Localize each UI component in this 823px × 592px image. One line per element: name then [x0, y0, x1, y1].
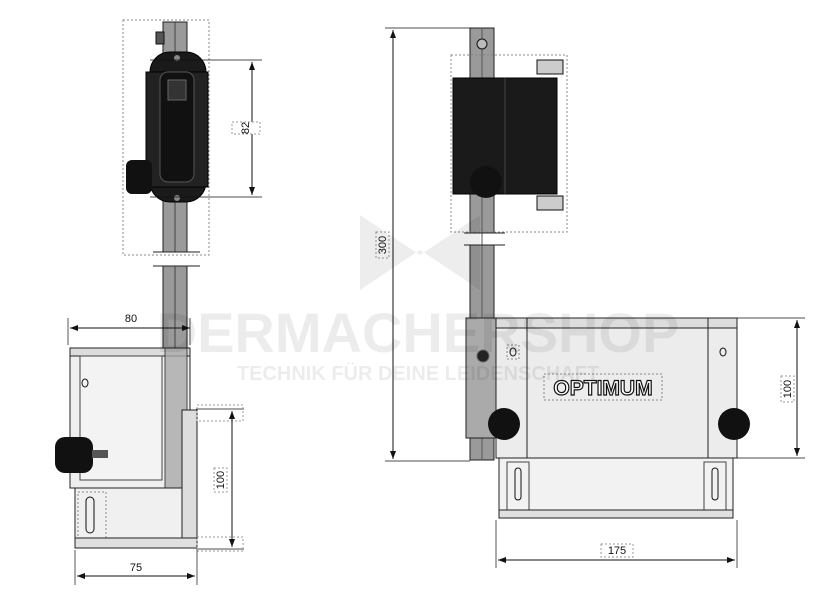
side-view: 80 100 75	[55, 265, 244, 585]
right-knob-icon	[718, 408, 750, 440]
watermark-tagline: TECHNIK FÜR DEINE LEIDENSCHAFT	[237, 362, 599, 385]
dim-80: 80	[125, 313, 137, 325]
front-knob-icon	[470, 166, 502, 198]
dim-75: 75	[130, 562, 142, 574]
front-view: OPTIMUM 300 100 175	[375, 27, 805, 568]
dim-82: 82	[240, 122, 252, 134]
dim-100-side: 100	[215, 471, 227, 489]
watermark-title: DERMACHERSHOP	[157, 301, 680, 364]
watermark: DERMACHERSHOP TECHNIK FÜR DEINE LEIDENSC…	[157, 215, 680, 385]
side-knob-icon	[55, 437, 93, 473]
left-knob-icon	[488, 408, 520, 440]
dim-300: 300	[377, 236, 389, 254]
knob-icon	[126, 160, 152, 194]
dim-100-front: 100	[782, 380, 794, 398]
top-view: 82	[122, 19, 262, 267]
brand-label: OPTIMUM	[553, 377, 652, 400]
dim-175: 175	[608, 545, 626, 557]
